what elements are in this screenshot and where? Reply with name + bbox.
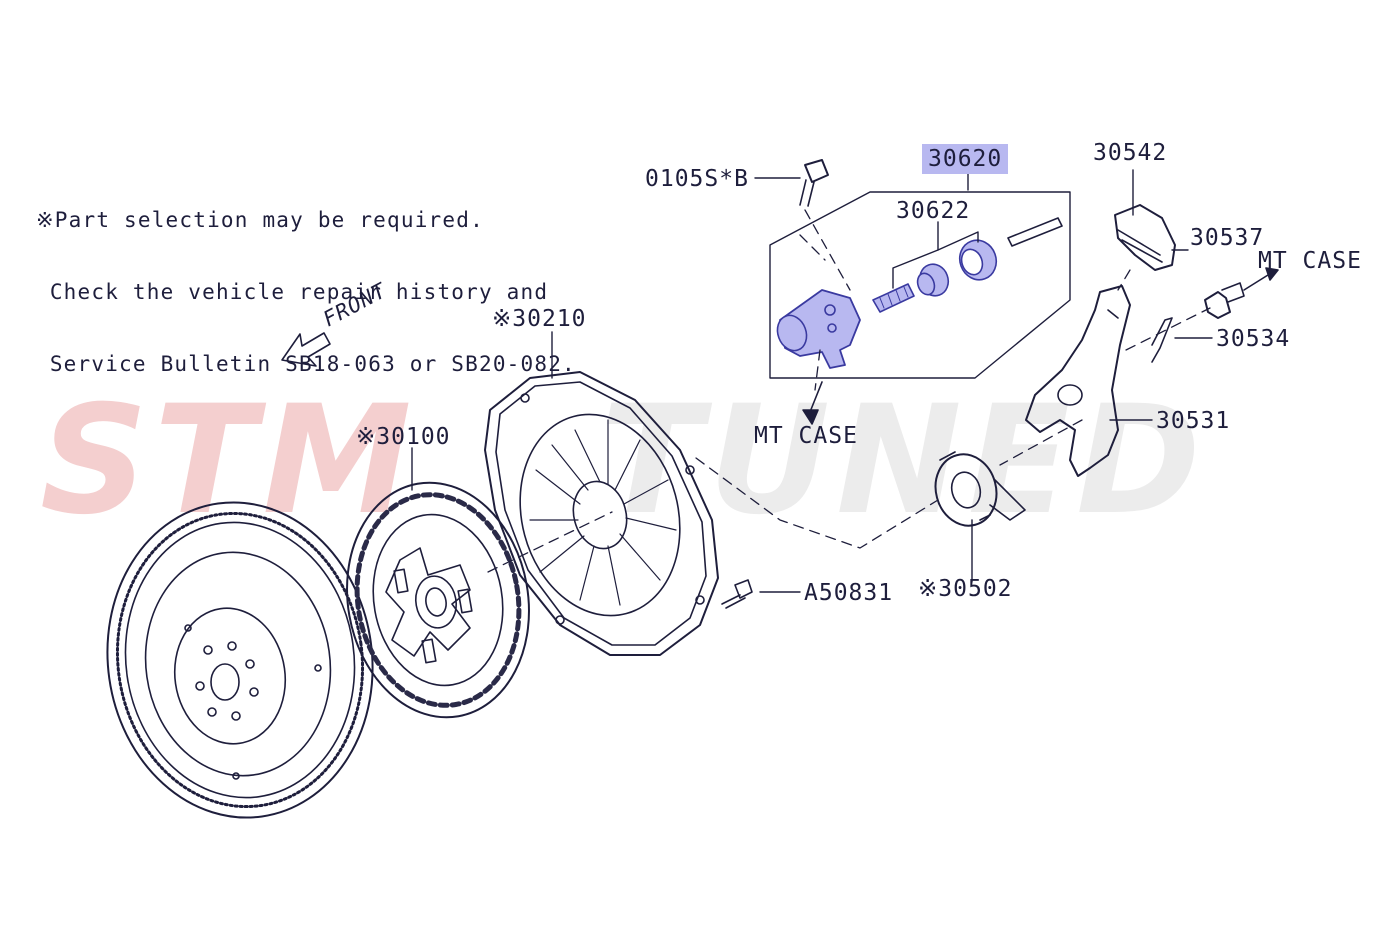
label-cover[interactable]: ※30210	[492, 306, 587, 332]
note-line-1: ※Part selection may be required.	[36, 208, 484, 232]
release-bearing	[934, 451, 1026, 527]
guide-lines	[487, 209, 1211, 573]
label-disc[interactable]: ※30100	[356, 424, 451, 450]
release-fork	[1025, 285, 1131, 477]
flywheel	[106, 501, 374, 819]
label-boot[interactable]: 30542	[1093, 140, 1168, 166]
label-kit-highlighted[interactable]: 30620	[922, 144, 1009, 174]
label-clip[interactable]: 30534	[1216, 326, 1291, 352]
label-fork[interactable]: 30531	[1156, 408, 1231, 434]
label-bolt[interactable]: 0105S*B	[645, 166, 749, 192]
operating-cylinder	[776, 289, 861, 369]
clutch-disc	[346, 481, 530, 719]
label-seal-kit[interactable]: 30622	[896, 198, 971, 224]
watermark-tuned: TUNED	[600, 400, 1207, 530]
label-mt-case-lower: MT CASE	[754, 423, 858, 449]
fork-boot	[1114, 204, 1176, 271]
push-rod	[1007, 217, 1063, 247]
label-bearing[interactable]: ※30502	[918, 576, 1013, 602]
bleeder-bolt	[799, 159, 829, 207]
label-mt-case-right: MT CASE	[1258, 248, 1362, 274]
front-arrow-icon	[281, 332, 331, 367]
cylinder-seal	[958, 239, 998, 281]
leader-lines	[411, 169, 1213, 593]
pivot-stud	[1204, 282, 1245, 319]
clutch-cover	[484, 371, 719, 656]
kit-box	[769, 191, 1071, 379]
watermark-logo: STM TUNED	[40, 400, 1207, 530]
note-line-2: Check the vehicle repair history and	[36, 280, 549, 304]
note-line-3: Service Bulletin SB18-063 or SB20-082.	[36, 352, 576, 376]
cylinder-spring	[872, 283, 915, 313]
watermark-stm: STM	[40, 400, 418, 530]
retaining-clip	[1151, 317, 1173, 363]
part-selection-note: ※Part selection may be required. Check t…	[36, 160, 576, 424]
cover-bolt	[721, 579, 753, 609]
label-cover-bolt[interactable]: A50831	[804, 580, 894, 606]
label-pivot[interactable]: 30537	[1190, 225, 1265, 251]
cylinder-piston	[916, 263, 950, 297]
